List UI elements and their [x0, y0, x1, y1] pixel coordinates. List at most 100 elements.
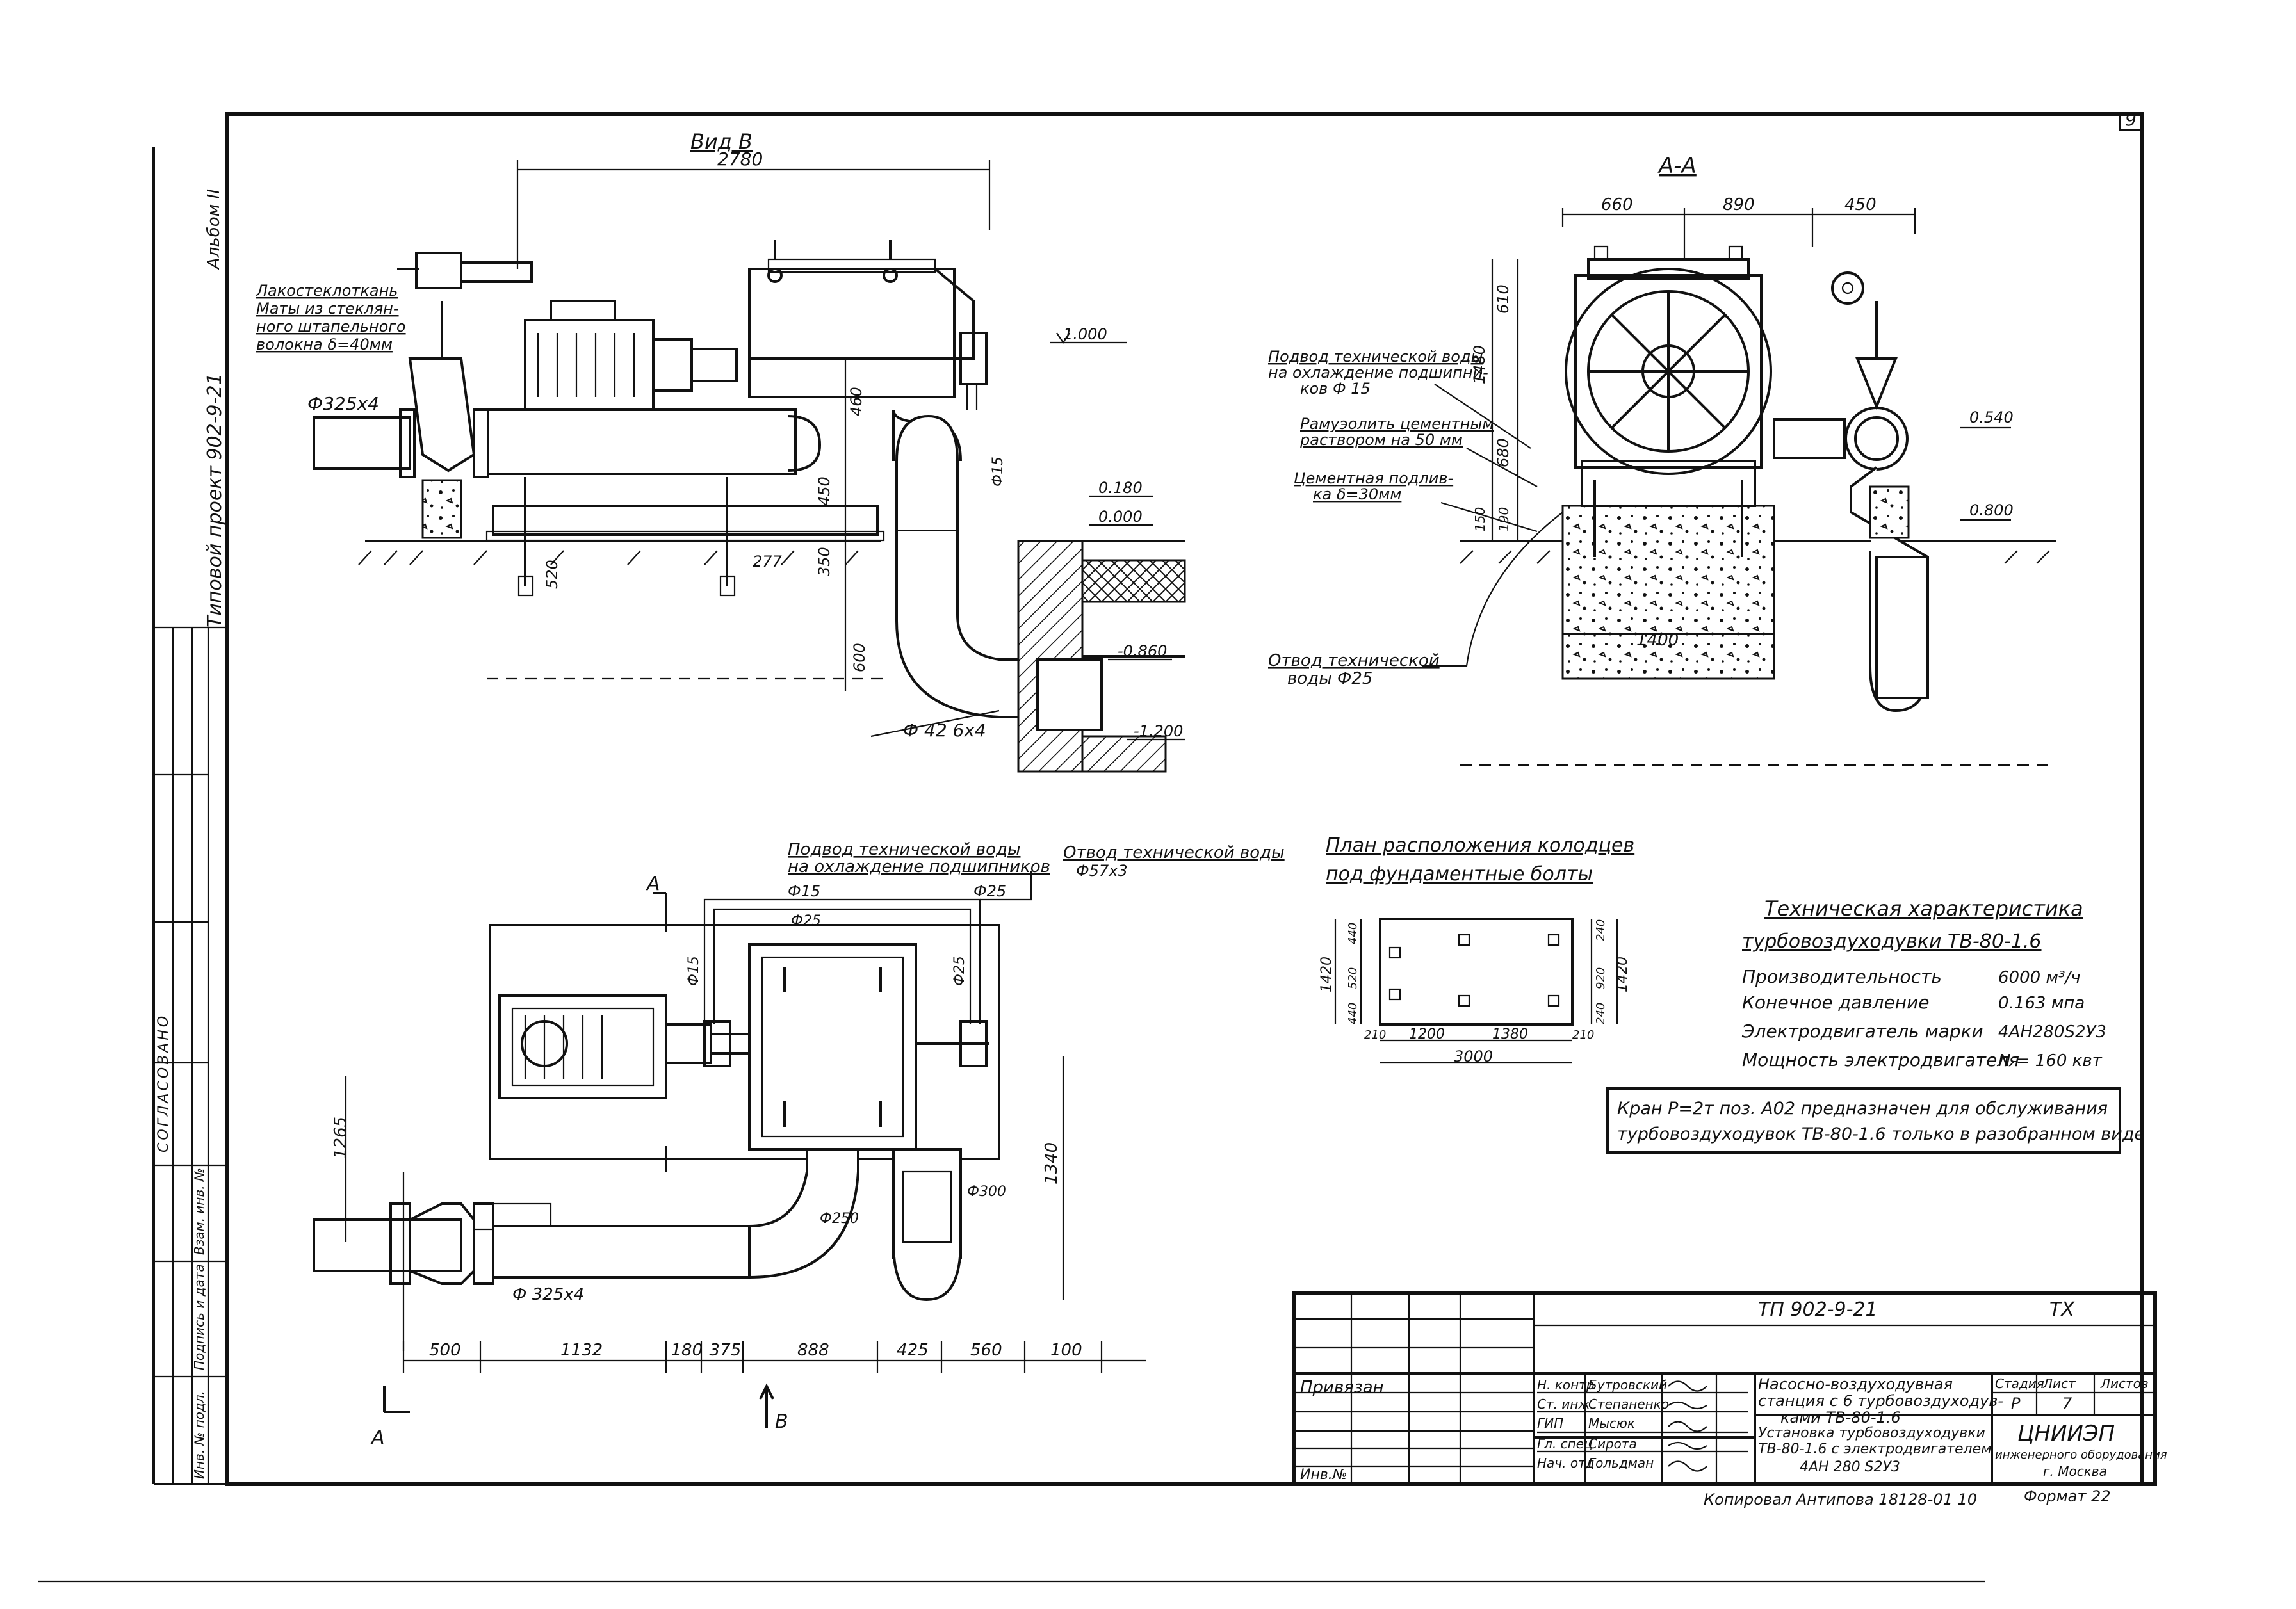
signatures [1668, 1380, 1707, 1472]
spec-value-3: N = 160 квт [1998, 1051, 2103, 1071]
bolt-d-210b: 210 [1572, 1028, 1594, 1042]
name-2: Мысюк [1588, 1416, 1635, 1431]
plan-f250: Ф250 [820, 1211, 859, 1227]
plan-f25v: Ф25 [952, 956, 968, 986]
title-name-1: Насосно-воздуходувная [1758, 1375, 1953, 1393]
plan-dim-value: 180 [671, 1341, 703, 1360]
spec-label-0: Производительность [1742, 966, 1942, 987]
bolt-plan-title-2: под фундаментные болты [1326, 863, 1593, 885]
name-3: Сирота [1588, 1436, 1637, 1451]
dim-450-aa: 450 [1844, 195, 1877, 214]
stage-header: Стадия [1995, 1376, 2044, 1391]
spec-value-0: 6000 м³/ч [1998, 968, 2081, 987]
plan-discharge-pipe [892, 1148, 962, 1259]
bolt-d-1420-left: 1420 [1319, 957, 1335, 992]
bolt-d-240b: 240 [1594, 1003, 1608, 1024]
bolt-d-920: 920 [1594, 967, 1608, 989]
name-4: Гольдман [1588, 1455, 1654, 1471]
plan-f300: Ф300 [967, 1184, 1006, 1200]
level-m1200: -1.200 [1134, 722, 1183, 740]
bolt-plan-outline [1379, 918, 1574, 1026]
role-2: ГИП [1537, 1416, 1563, 1431]
sheets-header: Листов [2100, 1376, 2149, 1391]
doc-type: ТХ [2049, 1298, 2075, 1321]
dim-680: 680 [1494, 438, 1512, 467]
plan-dim-value: 1132 [560, 1341, 603, 1360]
plan-view: Подвод технической воды на охлаждение по… [313, 840, 1285, 1449]
title-sheet-2: ТВ-80-1.6 с электродвигателем [1758, 1441, 1992, 1457]
note-drain-2: воды Ф25 [1287, 669, 1372, 688]
base-plate [489, 924, 1000, 1160]
dim-150: 150 [1472, 507, 1488, 531]
note-rust-2: раствором на 50 мм [1299, 431, 1463, 449]
spec-value-1: 0.163 мпа [1998, 994, 2085, 1013]
spec-label-2: Электродвигатель марки [1741, 1021, 1983, 1042]
title-block: ТП 902-9-21 ТХ Привязан Инв.№ Насосно-во… [1292, 1291, 2167, 1508]
suction-pipe-main [487, 408, 797, 475]
role-1: Ст. инж [1537, 1396, 1590, 1412]
spec-label-1: Конечное давление [1742, 992, 1930, 1013]
plan-pipe-325: Ф 325х4 [512, 1285, 584, 1304]
level-0000: 0.000 [1098, 508, 1143, 526]
level-1000: 1.000 [1063, 325, 1107, 343]
bolt-d-240: 240 [1594, 919, 1608, 941]
left-support-block [421, 479, 462, 539]
doc-code: ТП 902-9-21 [1758, 1298, 1878, 1321]
bolt-d-210: 210 [1364, 1028, 1386, 1042]
note-supply-1: Подвод технической воды [1268, 348, 1483, 366]
plan-note-drain: Отвод технической воды [1063, 843, 1285, 862]
view-b-pipe-325: Ф325х4 [307, 393, 379, 414]
plan-dim-1265: 1265 [331, 1117, 350, 1159]
crane-note-box [1606, 1087, 2121, 1154]
title-name-3: ками ТВ-80-1.6 [1780, 1409, 1901, 1427]
plan-dim-value: 100 [1050, 1341, 1082, 1360]
suction-pipe-left [313, 416, 411, 470]
note-mats-1: Маты из стеклян- [256, 300, 399, 318]
plan-f15v: Ф15 [686, 956, 702, 986]
org-3: г. Москва [2043, 1464, 2107, 1479]
title-sheet-3: 4АН 280 S2У3 [1800, 1459, 1900, 1475]
level-m0860: -0.860 [1118, 642, 1167, 660]
channel-wall-left [1017, 540, 1084, 773]
project-side-label: Типовой проект 902-9-21 [204, 373, 226, 627]
level-0180: 0.180 [1098, 479, 1143, 497]
plan-note-supply-2: на охлаждение подшипников [788, 857, 1050, 877]
spec-label-3: Мощность электродвигателя [1742, 1049, 2019, 1071]
title-name-2: станция с 6 турбовоздуходув- [1758, 1392, 2003, 1410]
plan-dim-value: 425 [897, 1341, 929, 1360]
dim-277: 277 [753, 553, 783, 570]
dim-1400: 1400 [1636, 631, 1679, 650]
stamp-soglasovano: СОГЛАСОВАНО [156, 1014, 172, 1152]
bolt-d-440: 440 [1346, 923, 1360, 944]
plan-suction-pipe [492, 1225, 751, 1279]
cut-a-bottom: А [370, 1427, 385, 1449]
specs-title-1: Техническая характеристика [1764, 896, 2083, 921]
bolt-d-520: 520 [1346, 967, 1360, 989]
side-col-inv: Инв. № подл. [191, 1391, 207, 1479]
copied-label: Копировал Антипова 18128-01 10 [1704, 1491, 1977, 1508]
plan-f25: Ф25 [973, 882, 1006, 900]
bolt-d-3000: 3000 [1454, 1047, 1493, 1065]
section-aa: А-А 660 890 450 0.540 0.800 [1268, 153, 2056, 766]
sheet-header: Лист [2042, 1376, 2076, 1391]
note-rust-1: Рамуэолить цементным [1300, 415, 1494, 433]
note-grout-1: Цементная подлив- [1294, 469, 1453, 487]
level-0800: 0.800 [1969, 501, 2014, 519]
dim-f15-vb: Ф15 [990, 457, 1006, 487]
level-0540: 0.540 [1969, 408, 2014, 426]
impeller-housing [1565, 268, 1772, 475]
page-number: 9 [2125, 109, 2137, 130]
bolt-plan-title-1: План расположения колодцев [1326, 834, 1634, 857]
plan-drain-pipe: Ф57х3 [1076, 862, 1128, 880]
dim-600: 600 [851, 643, 868, 672]
dim-350: 350 [815, 547, 833, 576]
dim-610: 610 [1494, 284, 1512, 314]
sheet-frame [38, 112, 2144, 1583]
crane-note-1: Кран Р=2т поз. А02 предназначен для обсл… [1617, 1099, 2108, 1119]
discharge-elbow [895, 531, 1039, 718]
bolt-d-1380: 1380 [1492, 1026, 1528, 1042]
view-b-marker: В [775, 1411, 788, 1433]
org-1: ЦНИИЭП [2017, 1421, 2115, 1446]
note-supply-2: на охлаждение подшипни- [1268, 364, 1488, 382]
cut-a-top: А [646, 873, 660, 895]
